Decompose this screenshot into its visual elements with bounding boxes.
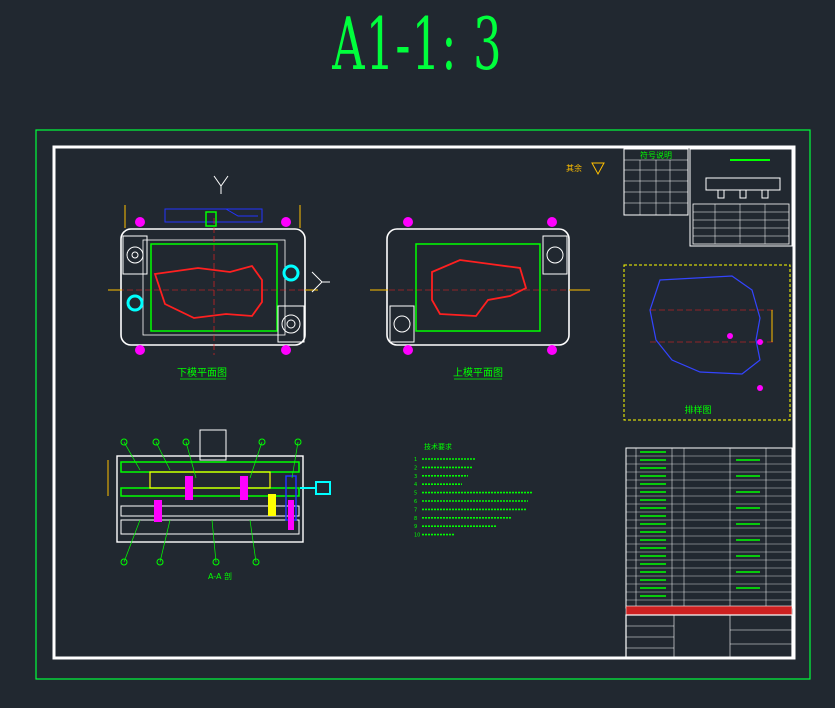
tech-item-number: 5 xyxy=(414,491,417,497)
upper-plan-view xyxy=(370,217,590,355)
drawing-title: A1-1: 3 xyxy=(332,2,503,86)
tech-item-number: 2 xyxy=(414,465,417,471)
tech-item-number: 1 xyxy=(414,457,417,463)
legend-table: 符号说明 xyxy=(623,148,689,216)
bill-of-materials xyxy=(625,447,793,616)
title-block xyxy=(625,614,793,659)
technical-requirements: 技术要求 1 2 3 4 5 6 7 8 9 10 xyxy=(414,442,532,539)
section-caption: A-A 剖 xyxy=(208,571,232,581)
section-view xyxy=(107,429,331,566)
detail-table xyxy=(689,148,793,247)
lower-plan-view xyxy=(108,175,330,355)
tech-item-number: 4 xyxy=(414,482,417,488)
tech-item-number: 7 xyxy=(414,507,417,513)
tech-title: 技术要求 xyxy=(424,442,452,451)
upper-plan-caption: 上模平面图 xyxy=(453,367,503,379)
lower-plan-caption: 下模平面图 xyxy=(177,367,227,379)
legend-title: 符号说明 xyxy=(640,150,672,160)
tech-item-number: 9 xyxy=(414,524,417,530)
outer-frame xyxy=(35,129,811,680)
inner-border xyxy=(52,145,796,660)
tech-item-number: 3 xyxy=(414,474,417,480)
roughness-label: 其余 xyxy=(566,163,582,173)
tech-item-number: 10 xyxy=(414,533,420,539)
blank-layout: 排样图 xyxy=(623,264,791,421)
tech-item-number: 6 xyxy=(414,499,417,505)
blank-layout-caption: 排样图 xyxy=(684,404,711,416)
tech-item-number: 8 xyxy=(414,516,417,522)
